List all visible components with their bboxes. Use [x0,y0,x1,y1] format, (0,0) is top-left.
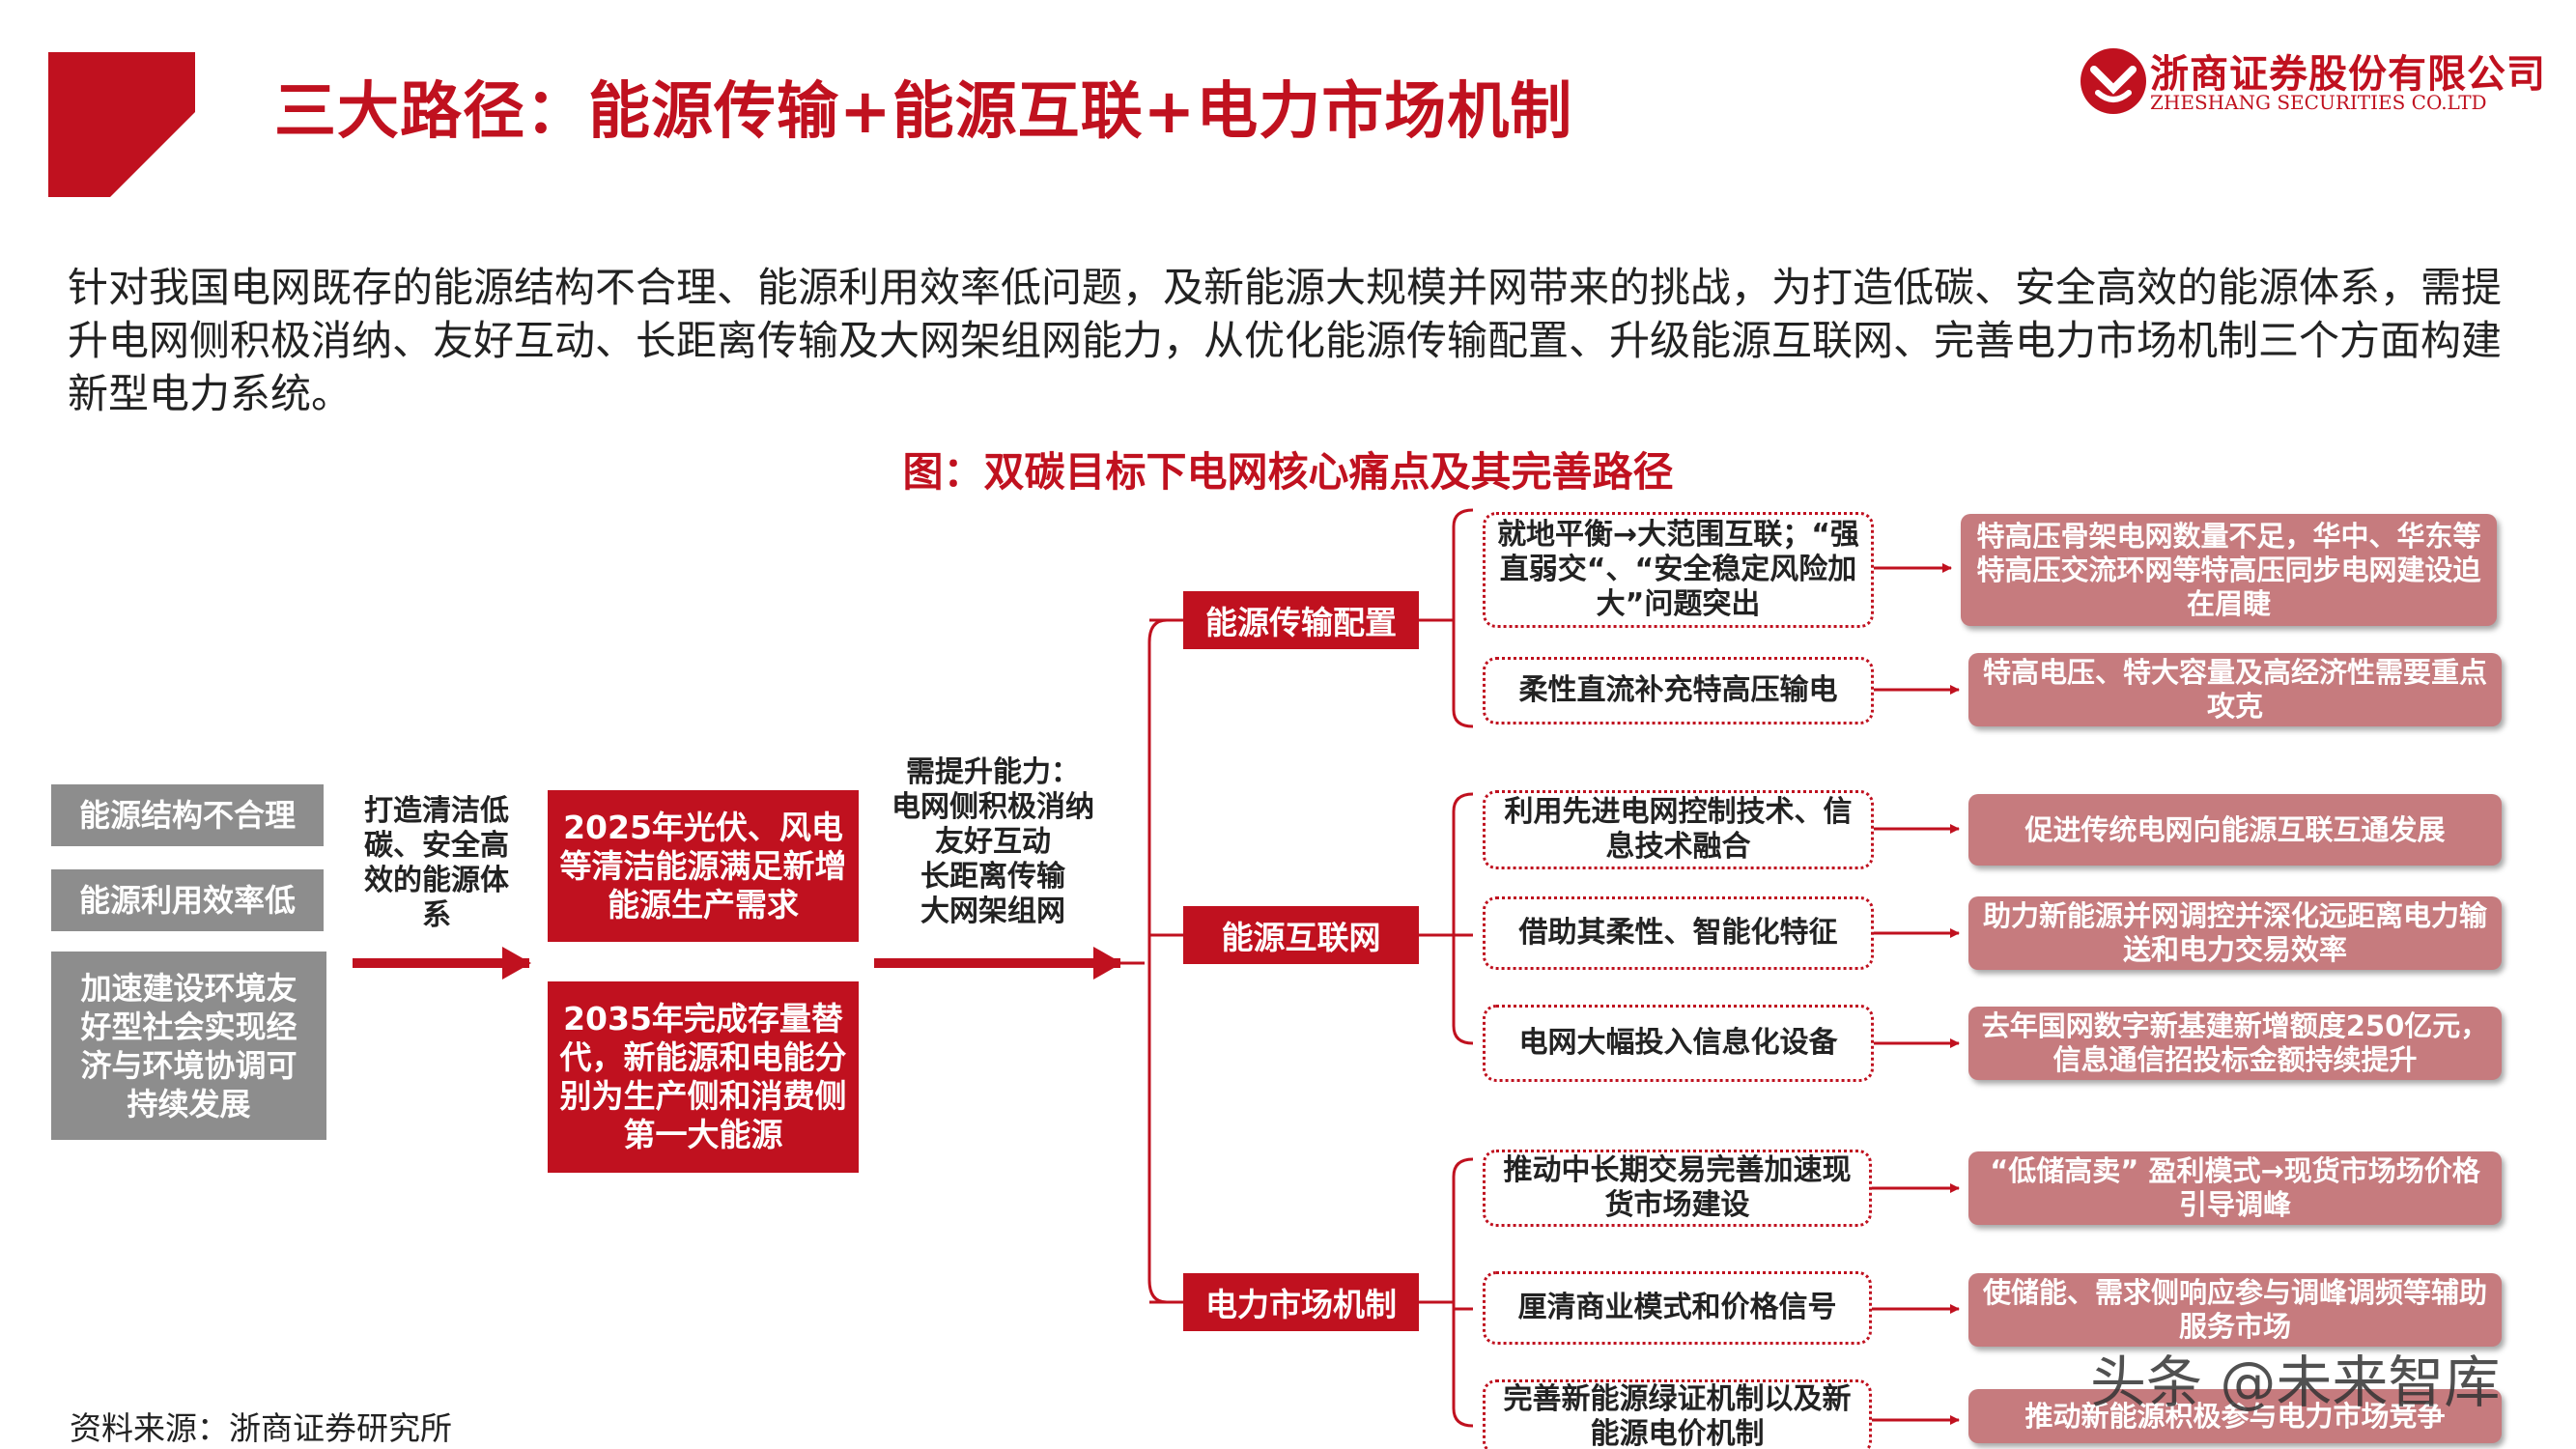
issue-box: 推动中长期交易完善加速现货市场建设 [1483,1150,1872,1227]
need-item: 友好互动 [935,825,1051,859]
goal-text: 打造清洁低碳、安全高效的能源体系 [364,794,509,932]
action-box: 推动新能源积极参与电力市场竞争 [1968,1389,2502,1443]
need-capabilities: 需提升能力： 电网侧积极消纳 友好互动 长距离传输 大网架组网 [877,755,1109,929]
issue-box: 借助其柔性、智能化特征 [1483,896,1874,970]
target-2035: 2035年完成存量替代，新能源和电能分别为生产侧和消费侧第一大能源 [548,981,859,1173]
issue-box: 柔性直流补充特高压输电 [1483,657,1874,724]
need-item: 电网侧积极消纳 [892,790,1094,824]
category-energy-transmission: 能源传输配置 [1183,591,1419,649]
company-name-en: ZHESHANG SECURITIES CO.LTD [2150,91,2487,114]
action-box: 促进传统电网向能源互联互通发展 [1968,794,2502,866]
intro-paragraph: 针对我国电网既存的能源结构不合理、能源利用效率低问题，及新能源大规模并网带来的挑… [68,264,2503,417]
need-item: 长距离传输 [920,860,1065,894]
company-logo-icon [2081,48,2146,114]
target-2025: 2025年光伏、风电等清洁能源满足新增能源生产需求 [548,790,859,942]
category-energy-internet: 能源互联网 [1183,906,1419,964]
header-corner-graphic [48,52,195,197]
action-box: 助力新能源并网调控并深化远距离电力输送和电力交易效率 [1968,896,2502,970]
action-box: 特高压骨架电网数量不足，华中、华东等特高压交流环网等特高压同步电网建设迫在眉睫 [1961,514,2497,626]
page-title: 三大路径：能源传输+能源互联+电力市场机制 [274,76,1573,148]
issue-box: 完善新能源绿证机制以及新能源电价机制 [1483,1379,1872,1449]
need-item: 大网架组网 [920,895,1065,928]
category-power-market: 电力市场机制 [1183,1273,1419,1331]
bracket-interconnect [1419,792,1474,1045]
source-note: 资料来源：浙商证券研究所 [70,1409,452,1447]
issue-box: 利用先进电网控制技术、信息技术融合 [1483,790,1874,869]
bracket-market [1419,1157,1474,1428]
figure-caption: 图：双碳目标下电网核心痛点及其完善路径 [902,448,1674,496]
action-box: 使储能、需求侧响应参与调峰调频等辅助服务市场 [1968,1273,2502,1347]
action-box: 去年国网数字新基建新增额度250亿元，信息通信招投标金额持续提升 [1968,1007,2502,1080]
issue-box: 厘清商业模式和价格信号 [1483,1271,1872,1345]
action-box: “低储高卖” 盈利模式→现货市场场价格引导调峰 [1968,1151,2502,1225]
pain-point-environment: 加速建设环境友好型社会实现经济与环境协调可持续发展 [51,952,326,1140]
watermark: 头条 @未来智库 [2090,1350,2501,1415]
main-bracket [1120,618,1183,1304]
issue-box: 就地平衡→大范围互联；“强直弱交“、“安全稳定风险加大”问题突出 [1483,512,1874,628]
pain-point-efficiency: 能源利用效率低 [51,869,324,931]
issue-box: 电网大幅投入信息化设备 [1483,1005,1874,1082]
need-heading: 需提升能力： [906,755,1080,789]
company-name-cn: 浙商证券股份有限公司 [2150,52,2546,97]
bracket-transmission [1419,508,1474,728]
action-box: 特高电压、特大容量及高经济性需要重点攻克 [1968,653,2502,726]
pain-point-structure: 能源结构不合理 [51,784,324,846]
